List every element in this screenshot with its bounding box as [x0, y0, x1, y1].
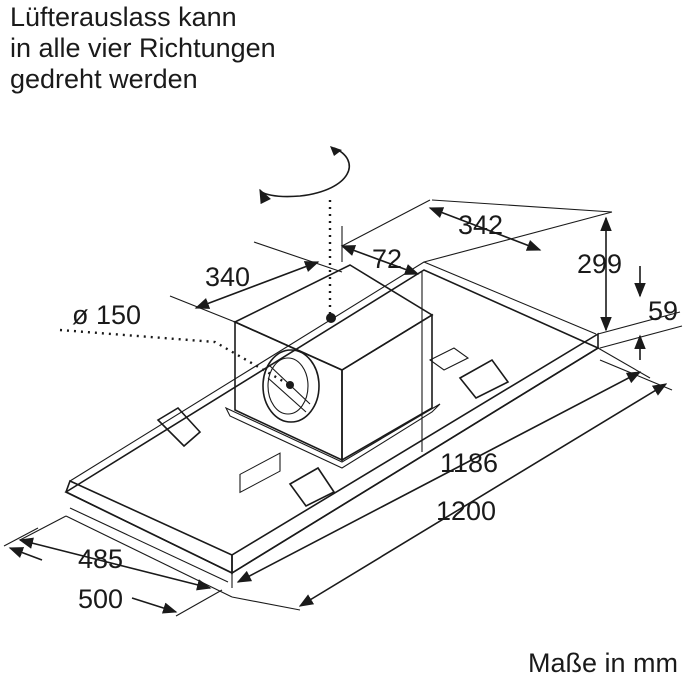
dim-1200: 1200 [231, 359, 673, 611]
dim-299: 299 [423, 211, 622, 332]
motor-box [224, 264, 441, 469]
dim-340: 340 [169, 241, 343, 323]
hood-panel [64, 261, 600, 598]
caption-text: Lüfterauslass kann in alle vier Richtung… [10, 2, 276, 94]
dim-72-label: 72 [372, 244, 402, 274]
units-label: Maße in mm [527, 648, 678, 678]
dim-1186-label: 1186 [440, 448, 498, 478]
mounting-bracket-icon [156, 347, 510, 508]
dim-59-label: 59 [648, 296, 678, 326]
dim-299-label: 299 [577, 249, 622, 279]
dim-1186: 1186 [231, 347, 651, 588]
dim-485: 485 [18, 515, 212, 591]
dim-59: 59 [597, 266, 683, 360]
center-point [326, 313, 336, 323]
dim-1200-label: 1200 [436, 496, 496, 526]
dim-500-label: 500 [78, 584, 123, 614]
diameter-leader [59, 328, 289, 386]
dim-342-label: 342 [458, 210, 503, 240]
dim-342: 342 [341, 199, 613, 251]
rotation-arrow-icon [259, 146, 351, 205]
dim-500: 500 [3, 527, 223, 617]
dim-485-label: 485 [78, 544, 123, 574]
dim-340-label: 340 [205, 262, 250, 292]
dim-72: 72 [340, 226, 423, 452]
diameter-label: ø 150 [72, 300, 141, 330]
